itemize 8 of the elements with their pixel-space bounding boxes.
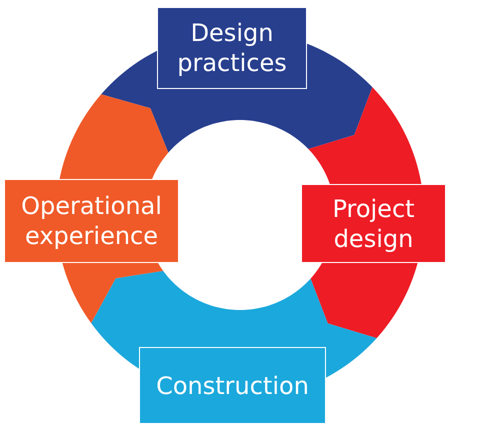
label-box [157,7,307,89]
stage-label: Project design [331,194,416,254]
label-box [139,347,326,424]
stage-label: Design practices [176,18,288,78]
stage-label: Operational experience [20,191,163,251]
stage-label: Construction [156,370,309,400]
label-box [301,184,446,263]
label-box [4,179,179,263]
